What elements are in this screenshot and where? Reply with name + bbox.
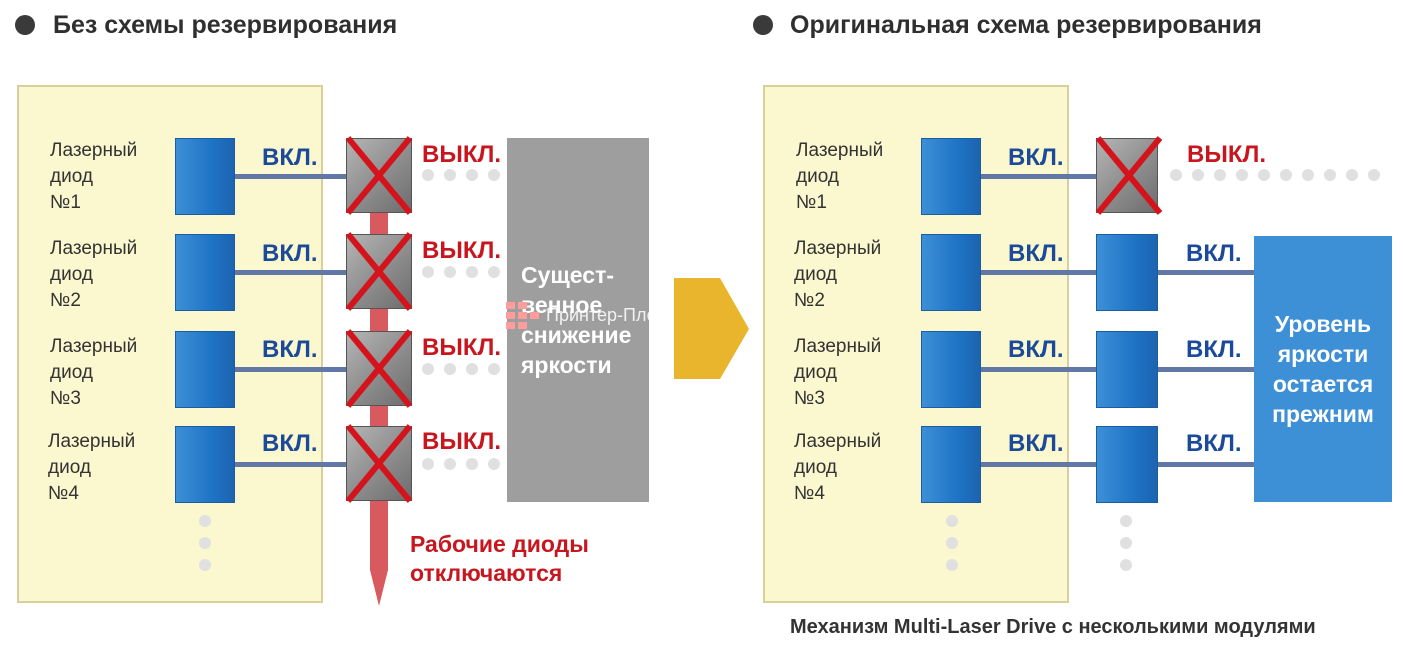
light-dots bbox=[422, 266, 500, 278]
backup-diode-block bbox=[1096, 426, 1158, 503]
connection-line bbox=[235, 462, 347, 467]
connection-line bbox=[981, 367, 1097, 372]
cross-icon bbox=[1095, 136, 1163, 215]
off-label: ВЫКЛ. bbox=[422, 237, 501, 264]
more-backup-dots bbox=[1120, 515, 1132, 571]
backup-diode-block bbox=[1096, 234, 1158, 311]
left-diode-panel bbox=[17, 85, 323, 603]
laser-diode-block bbox=[921, 234, 981, 311]
on-label: ВКЛ. bbox=[262, 430, 318, 457]
connection-line bbox=[1158, 270, 1254, 275]
more-diodes-dots bbox=[199, 515, 211, 571]
mechanism-caption: Механизм Multi-Laser Drive с несколькими… bbox=[790, 616, 1316, 638]
light-dots bbox=[422, 169, 500, 181]
connection-line bbox=[981, 174, 1097, 179]
laser-diode-block bbox=[175, 138, 235, 215]
cross-icon bbox=[345, 424, 413, 503]
backup-diode-block bbox=[1096, 331, 1158, 408]
light-dots bbox=[422, 363, 500, 375]
on-label: ВКЛ. bbox=[262, 336, 318, 363]
watermark-text: Принтер-Плоттер.ру bbox=[546, 304, 717, 325]
laser-diode-block bbox=[175, 234, 235, 311]
left-heading-bullet bbox=[15, 15, 35, 35]
on-label: ВКЛ. bbox=[1008, 336, 1064, 363]
off-label: ВЫКЛ. bbox=[1187, 141, 1266, 168]
diodes-shutdown-note: Рабочие диоды отключаются bbox=[410, 531, 589, 586]
on-label: ВКЛ. bbox=[1186, 336, 1242, 363]
connection-line bbox=[235, 367, 347, 372]
laser-diode-block bbox=[175, 331, 235, 408]
on-label: ВКЛ. bbox=[1008, 240, 1064, 267]
cross-icon bbox=[345, 136, 413, 215]
on-label: ВКЛ. bbox=[1008, 144, 1064, 171]
right-diode-panel bbox=[763, 85, 1069, 603]
light-dots bbox=[1170, 169, 1380, 181]
cross-icon bbox=[345, 232, 413, 311]
right-heading: Оригинальная схема резервирования bbox=[790, 11, 1262, 39]
transition-arrow-icon bbox=[674, 278, 749, 379]
connection-line bbox=[235, 270, 347, 275]
connection-line bbox=[981, 270, 1097, 275]
laser-diode-block bbox=[921, 331, 981, 408]
on-label: ВКЛ. bbox=[262, 240, 318, 267]
on-label: ВКЛ. bbox=[1186, 430, 1242, 457]
connection-line bbox=[1158, 367, 1254, 372]
more-diodes-dots bbox=[946, 515, 958, 571]
right-heading-bullet bbox=[753, 15, 773, 35]
laser-diode-block bbox=[175, 426, 235, 503]
brightness-maintained-box: Уровень яркости остается прежним bbox=[1254, 236, 1392, 502]
left-heading: Без схемы резервирования bbox=[53, 11, 398, 39]
laser-diode-block bbox=[921, 426, 981, 503]
light-dots bbox=[422, 458, 500, 470]
watermark-logo-icon bbox=[506, 302, 539, 329]
off-label: ВЫКЛ. bbox=[422, 334, 501, 361]
off-label: ВЫКЛ. bbox=[422, 141, 501, 168]
connection-line bbox=[981, 462, 1097, 467]
laser-diode-block bbox=[921, 138, 981, 215]
connection-line bbox=[1158, 462, 1254, 467]
brightness-drop-box: Сущест- венное снижение яркости bbox=[507, 138, 649, 502]
on-label: ВКЛ. bbox=[262, 144, 318, 171]
cross-icon bbox=[345, 329, 413, 408]
connection-line bbox=[235, 174, 347, 179]
off-label: ВЫКЛ. bbox=[422, 428, 501, 455]
watermark: Принтер-Плоттер.ру bbox=[506, 300, 716, 330]
on-label: ВКЛ. bbox=[1008, 430, 1064, 457]
on-label: ВКЛ. bbox=[1186, 240, 1242, 267]
